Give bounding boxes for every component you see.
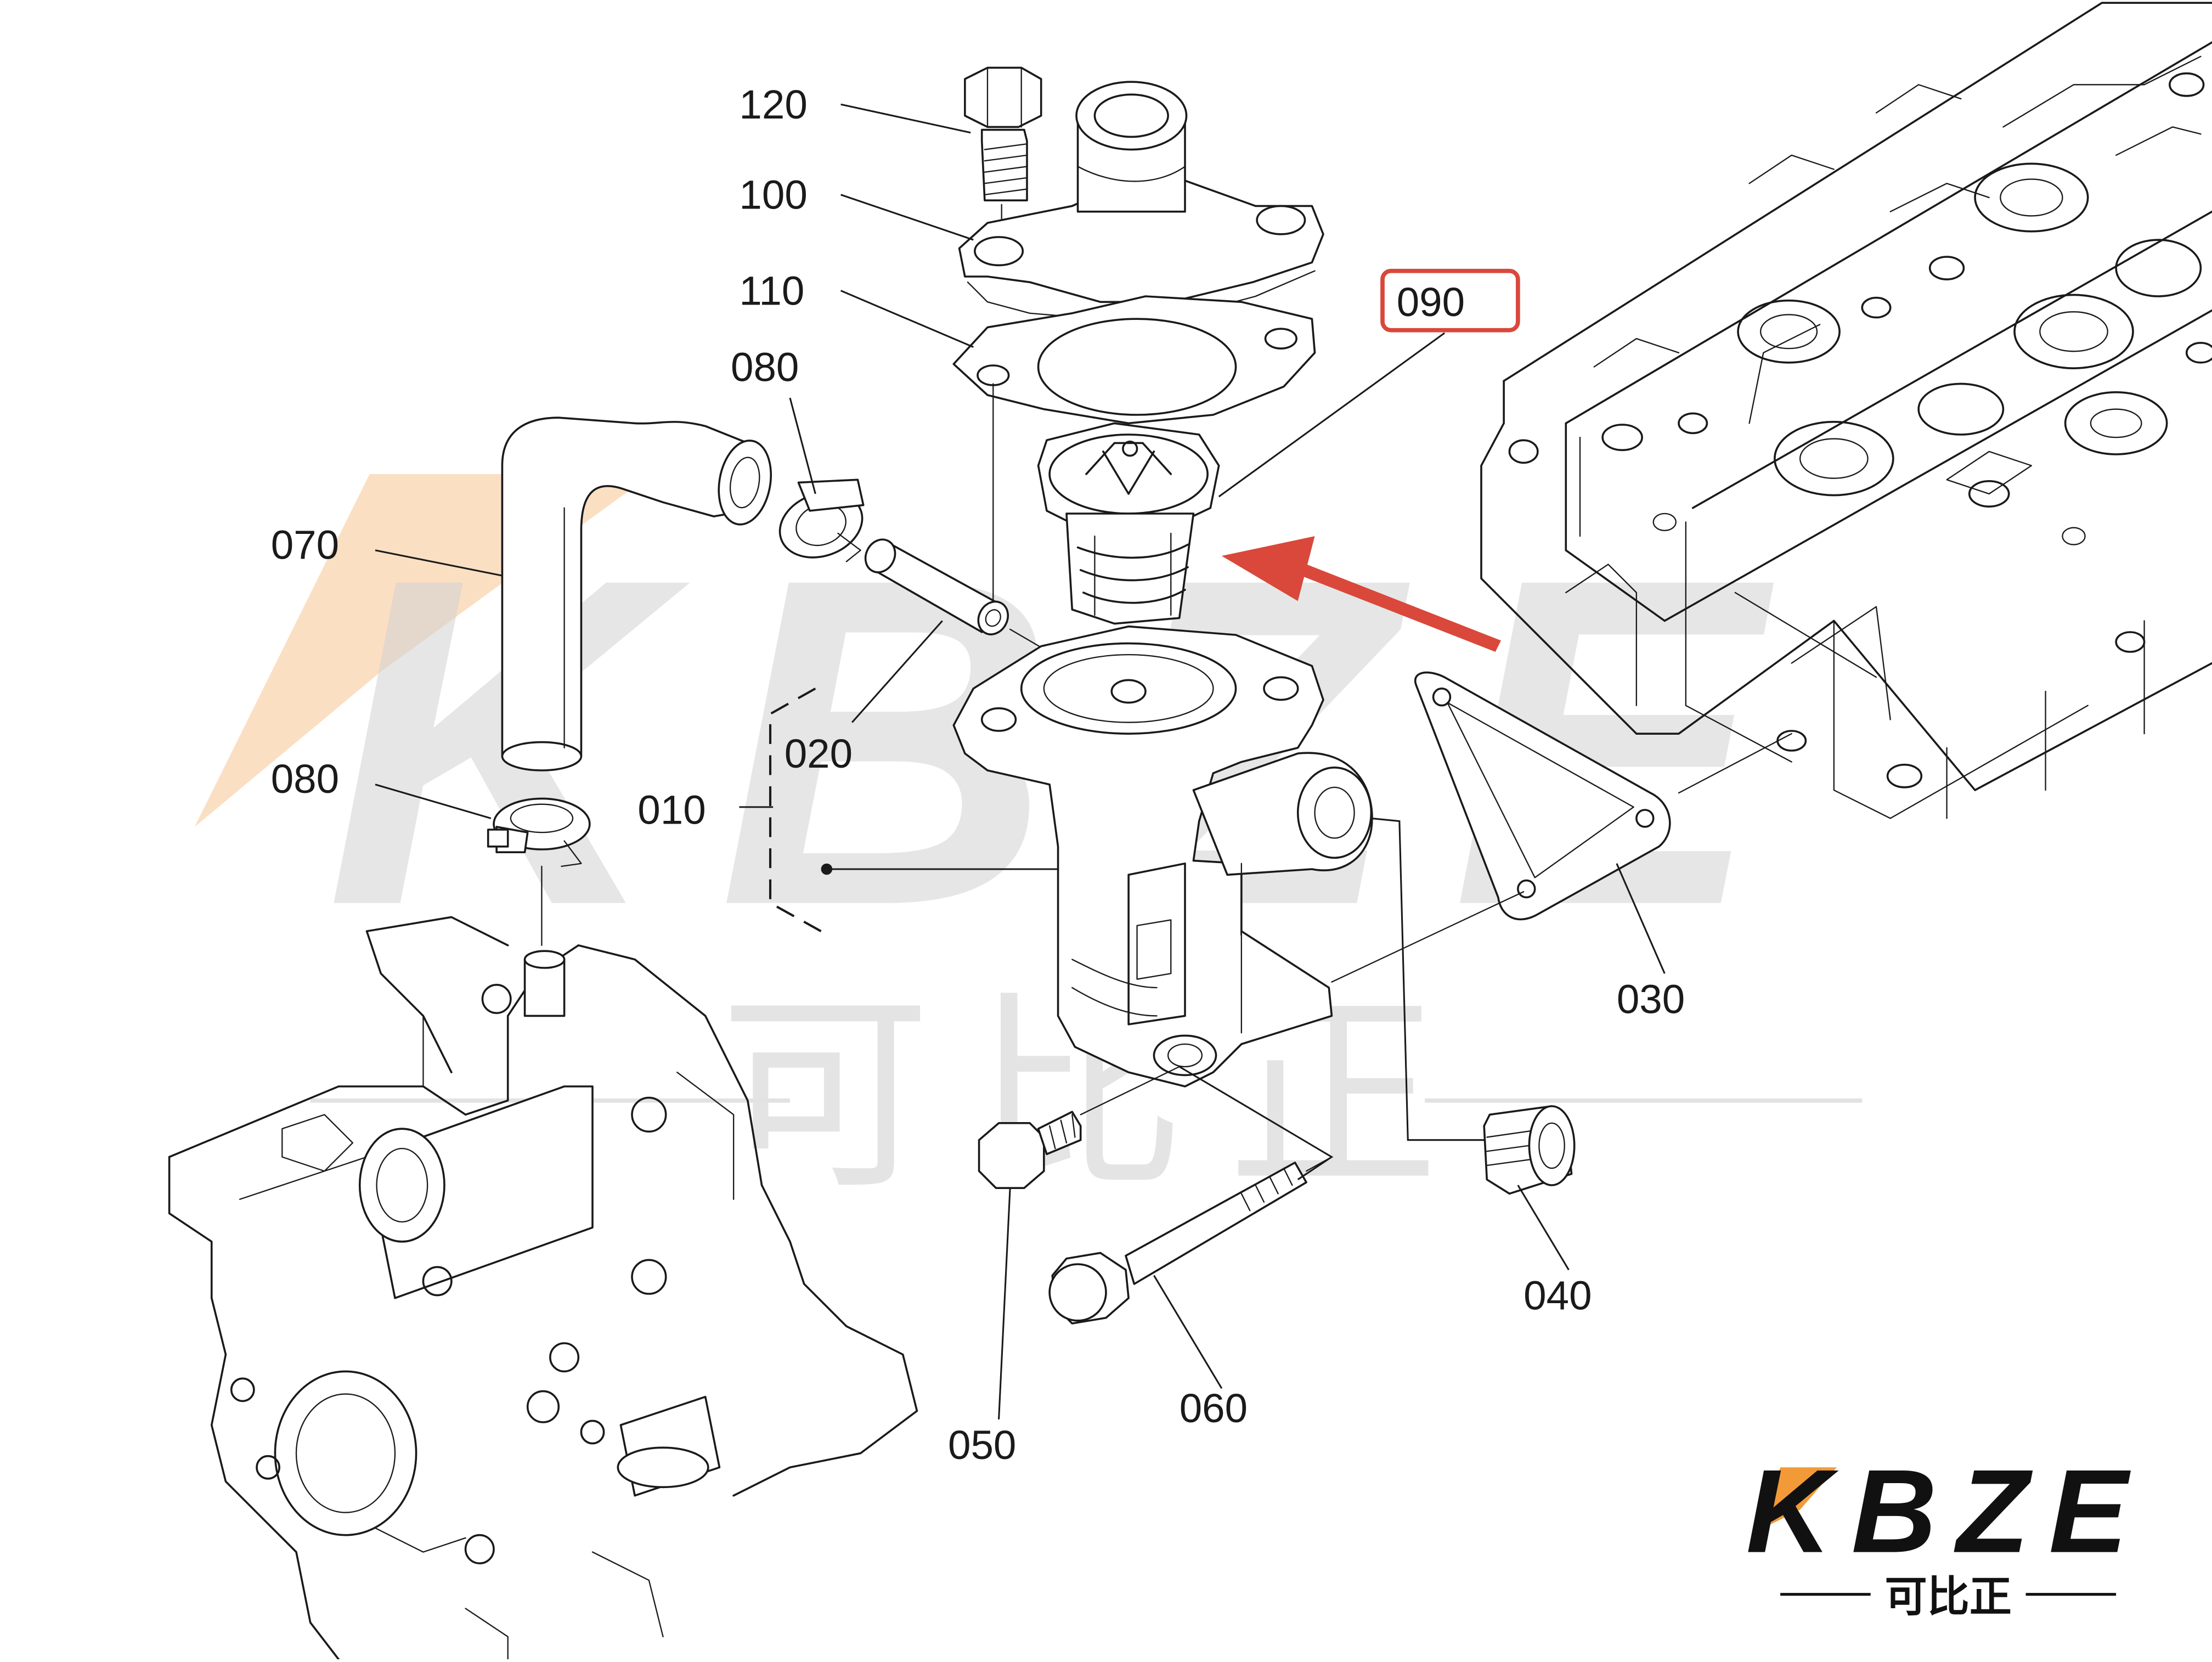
watermark-k-accent: [194, 474, 652, 827]
label-120: 120: [739, 81, 807, 127]
label-050: 050: [948, 1422, 1016, 1468]
label-090: 090: [1397, 279, 1465, 325]
bracket-010-dot: [821, 863, 833, 875]
label-070: 070: [271, 521, 339, 567]
part-040-plug: [1483, 1105, 1576, 1195]
part-020-pipe: [864, 538, 1045, 650]
logo-cjk: 可比正: [1884, 1573, 2011, 1622]
callout-leaders: [375, 103, 1666, 1419]
label-060: 060: [1180, 1385, 1248, 1431]
part-110-gasket: [952, 295, 1316, 622]
part-050-drain-plug: [978, 1066, 1180, 1189]
label-100: 100: [739, 172, 807, 218]
part-080-clamp-lower: [487, 797, 591, 947]
label-110: 110: [739, 267, 804, 313]
kbze-logo: KBZE 可比正: [1746, 1445, 2148, 1622]
label-020: 020: [785, 730, 853, 776]
parts-group: [487, 66, 1792, 1325]
logo-latin: KBZE: [1746, 1445, 2148, 1578]
label-080-lower: 080: [271, 756, 339, 802]
label-010: 010: [637, 787, 706, 833]
label-040: 040: [1523, 1272, 1592, 1318]
part-070-hose: [501, 416, 772, 771]
label-030: 030: [1617, 976, 1685, 1022]
part-100-outlet-cover: [958, 81, 1324, 320]
water-pump-drawing: [168, 916, 918, 1660]
callout-labels: 120 100 110 090 080 070 080 020 010 030 …: [271, 81, 1685, 1468]
part-010-housing: [952, 625, 1373, 1088]
part-060-long-bolt: [1048, 1156, 1333, 1325]
part-080-clamp-upper: [778, 478, 865, 562]
logo-accent: [1760, 1467, 1837, 1530]
highlight-box-090: [1380, 268, 1520, 333]
part-120-bolt: [964, 66, 1042, 249]
part-030-gasket: [1331, 671, 1792, 983]
cylinder-head-drawing: [1480, 2, 2212, 819]
part-090-thermostat: [1037, 422, 1220, 625]
label-080-upper: 080: [731, 343, 799, 390]
red-arrow: [1221, 536, 1501, 652]
